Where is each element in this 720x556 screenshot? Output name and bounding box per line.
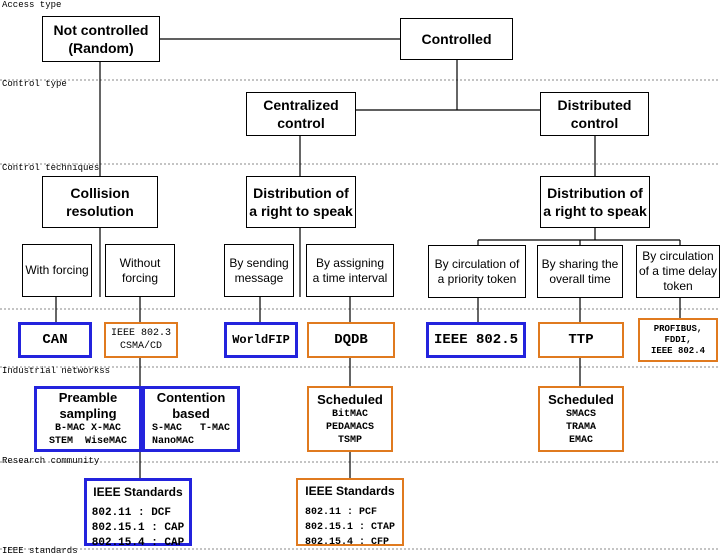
dist-central-line1: Distribution of [253,185,349,201]
preamble-sampling-node: Preamble sampling B-MAC X-MAC STEM WiseM… [34,386,142,452]
scheduled-distributed-title: Scheduled [548,391,614,407]
scheduled-central-title: Scheduled [317,391,383,407]
without-forcing-line2: forcing [121,270,159,285]
centralized-control-node: Centralized control [246,92,356,136]
dist-distributed-line2: a right to speak [543,203,647,219]
without-forcing-line1: Without [119,255,161,270]
worldfip-label: WorldFIP [232,333,290,347]
distributed-control-node: Distributed control [540,92,649,136]
time-delay-line2: of a time delay [638,264,718,278]
time-interval-line2: a time interval [312,270,388,285]
not-controlled-line1: Not controlled [53,22,149,38]
worldfip-node: WorldFIP [224,322,298,358]
centralized-line1: Centralized [263,97,339,113]
time-interval-line1: By assigning [315,255,385,270]
distribution-right-central-node: Distribution of a right to speak [246,176,356,228]
sending-message-line1: By sending [229,255,289,270]
time-delay-line3: token [663,279,693,293]
scheduled-central-node: Scheduled BitMAC PEDAMACS TSMP [307,386,393,452]
overall-time-node: By sharing the overall time [537,245,623,298]
centralized-line2: control [277,115,325,131]
priority-token-line2: a priority token [437,271,517,286]
scheduled-distributed-item: SMACS [565,408,596,420]
contention-items-line1: S-MAC T-MAC [151,423,230,434]
ieee-standards-left-item: 802.11 : DCF [91,507,171,519]
section-label-control-type: Control type [2,79,67,89]
can-label: CAN [42,332,68,348]
priority-token-node: By circulation of a priority token [428,245,526,298]
contention-based-node: Contention based S-MAC T-MAC NanoMAC [142,386,240,452]
collision-resolution-node: Collision resolution [42,176,158,228]
profibus-line1: PROFIBUS, [653,323,703,334]
scheduled-central-item: BitMAC [331,408,368,420]
ieee-standards-left-node: IEEE Standards 802.11 : DCF 802.15.1 : C… [84,478,192,549]
scheduled-central-item: PEDAMACS [325,421,374,433]
sending-message-line2: message [234,270,284,285]
ieee-standards-right-item: 802.11 : PCF [304,507,377,518]
sending-message-node: By sending message [224,244,294,297]
scheduled-central-item: TSMP [337,434,362,446]
distributed-line1: Distributed [557,97,632,113]
section-label-ieee-standards: IEEE standards [2,546,78,556]
ieee-standards-right-item: 802.15.1 : CTAP [304,522,395,533]
section-label-research-community: Research community [2,456,100,466]
without-forcing-node: Without forcing [105,244,175,297]
scheduled-distributed-item: EMAC [568,434,593,446]
distribution-right-distributed-node: Distribution of a right to speak [540,176,650,228]
controlled-node: Controlled [400,18,513,60]
not-controlled-node: Not controlled (Random) [42,16,160,62]
preamble-title-line2: sampling [59,406,117,421]
collision-line1: Collision [70,185,130,201]
dist-distributed-line1: Distribution of [547,185,643,201]
ieee-standards-right-node: IEEE Standards 802.11 : PCF 802.15.1 : C… [296,478,404,548]
controlled-label: Controlled [421,31,492,47]
can-node: CAN [18,322,92,358]
profibus-line2: FDDI, [664,334,692,345]
scheduled-distributed-item: TRAMA [565,421,596,433]
dqdb-label: DQDB [334,332,368,348]
with-forcing-label: With forcing [25,263,89,277]
time-interval-node: By assigning a time interval [306,244,394,297]
ieee-8023-line2: CSMA/CD [119,341,162,352]
not-controlled-line2: (Random) [68,40,134,56]
preamble-title-line1: Preamble [58,390,118,405]
section-label-control-techniques: Control techniques [2,163,100,173]
distributed-line2: control [570,115,619,131]
ieee-standards-right-title: IEEE Standards [305,484,395,498]
dqdb-node: DQDB [307,322,395,358]
preamble-items-line2: STEM WiseMAC [48,436,127,447]
scheduled-distributed-node: Scheduled SMACS TRAMA EMAC [538,386,624,452]
preamble-items-line1: B-MAC X-MAC [54,423,121,434]
overall-time-line1: By sharing the [541,256,619,271]
ieee-standards-left-item: 802.15.4 : CAP [91,537,185,549]
ieee-8025-label: IEEE 802.5 [433,332,518,348]
ieee-standards-left-item: 802.15.1 : CAP [91,522,185,534]
dist-central-line2: a right to speak [249,203,353,219]
collision-line2: resolution [66,203,134,219]
contention-title-line2: based [172,406,210,421]
profibus-line3: IEEE 802.4 [650,345,705,356]
overall-time-line2: overall time [549,271,611,286]
priority-token-line1: By circulation of [434,256,520,271]
ttp-label: TTP [568,332,594,348]
profibus-node: PROFIBUS, FDDI, IEEE 802.4 [638,318,718,362]
contention-title-line1: Contention [156,390,226,405]
time-delay-token-node: By circulation of a time delay token [636,245,720,298]
contention-items-line2: NanoMAC [151,436,194,447]
ieee-standards-right-item: 802.15.4 : CFP [304,537,389,548]
ieee-8025-node: IEEE 802.5 [426,322,526,358]
with-forcing-node: With forcing [22,244,92,297]
ieee-standards-left-title: IEEE Standards [93,485,183,499]
section-label-access-type: Access type [2,0,62,10]
ttp-node: TTP [538,322,624,358]
ieee-8023-node: IEEE 802.3 CSMA/CD [104,322,178,358]
section-label-industrial-networks: Industrial networkss [2,366,111,376]
ieee-8023-line1: IEEE 802.3 [110,328,171,339]
time-delay-line1: By circulation [642,249,714,263]
